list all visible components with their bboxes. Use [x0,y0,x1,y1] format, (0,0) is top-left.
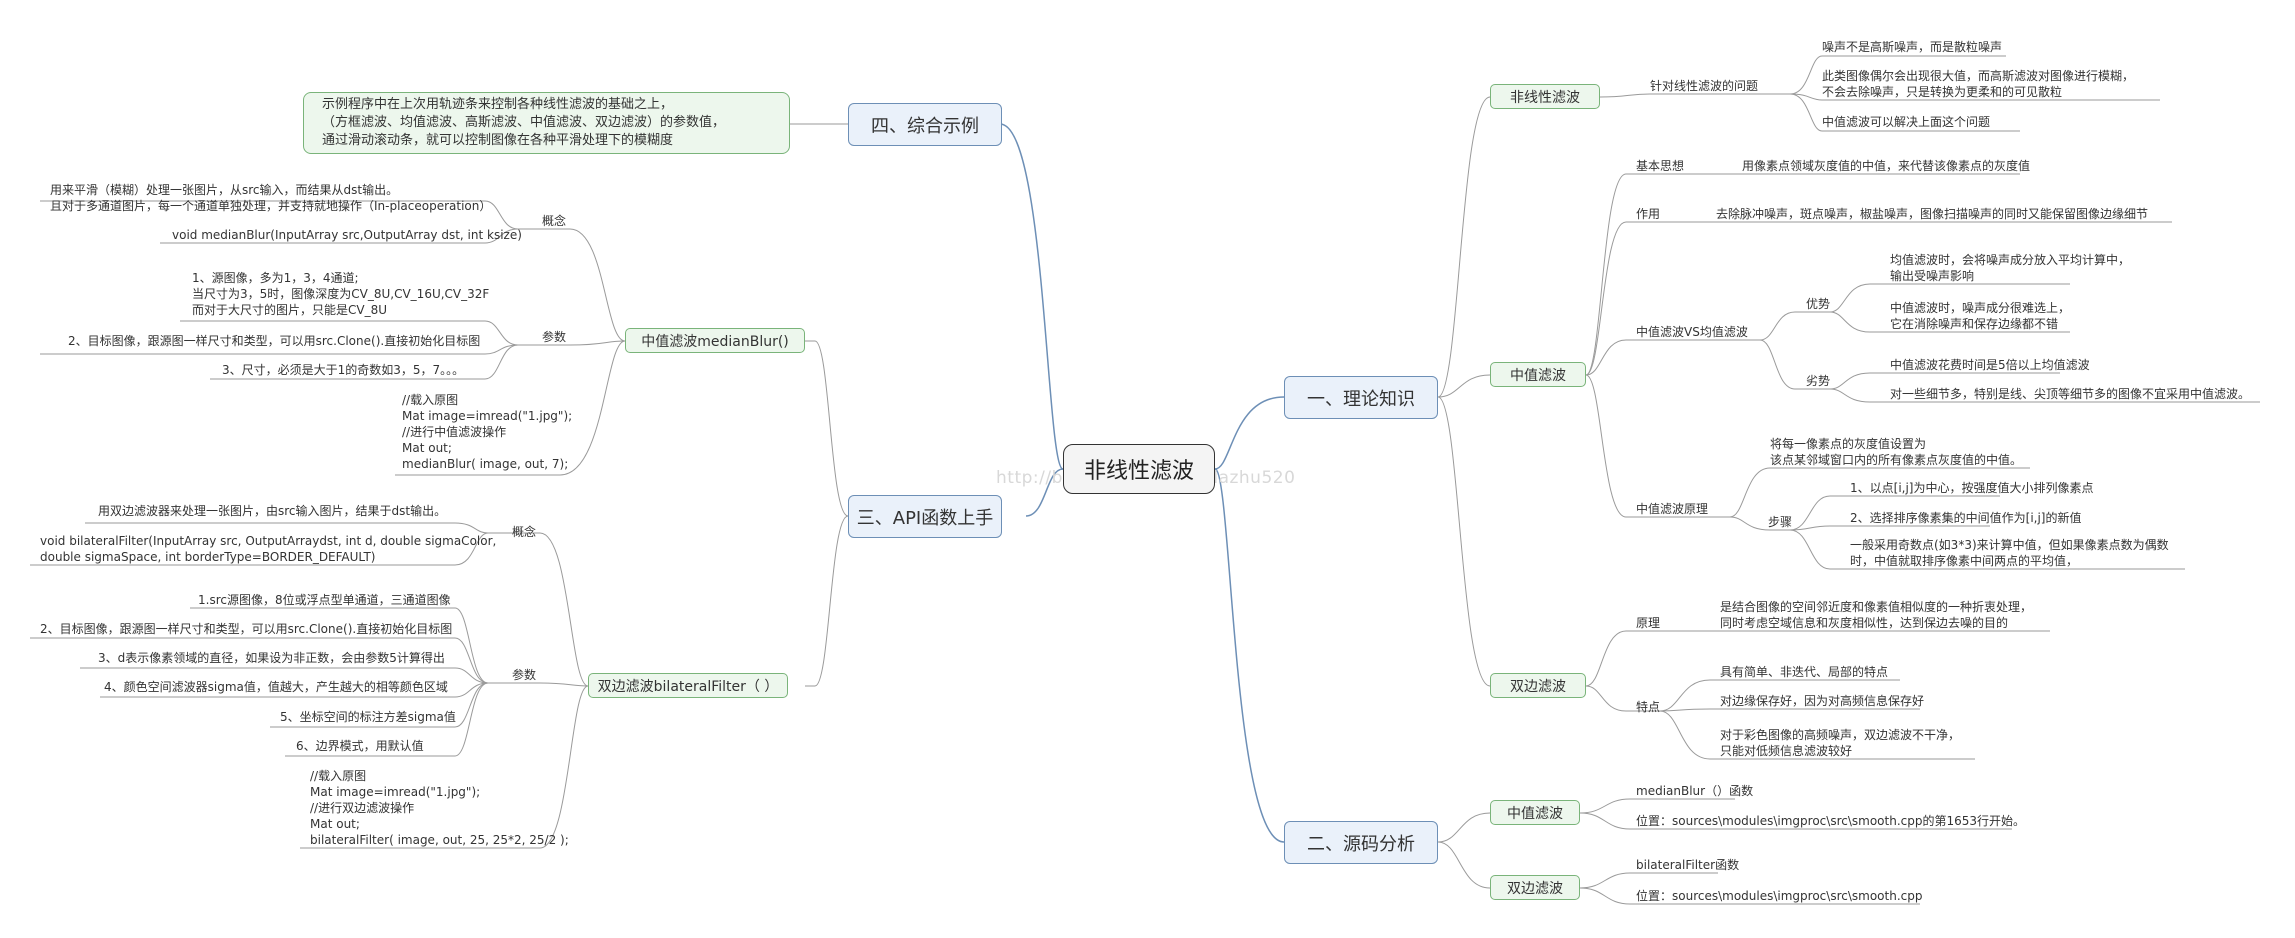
median-principle-label: 中值滤波原理 [1636,502,1709,516]
main-topic-example[interactable]: 四、综合示例 [848,103,1002,146]
bilateral-features-label: 特点 [1636,700,1661,714]
median-dis-label: 劣势 [1806,374,1831,388]
subtopic-api-medianblur[interactable]: 中值滤波medianBlur() [625,328,805,353]
api-median-param: 1、源图像，多为1，3，4通道; 当尺寸为3，5时，图像深度为CV_8U,CV_… [192,271,490,317]
bilateral-feature: 对于彩色图像的高频噪声，双边滤波不干净， 只能对低频信息滤波较好 [1720,728,1961,758]
api-median-concept-label: 概念 [542,214,567,228]
source-bilateral-item: bilateralFilter函数 [1636,858,1740,872]
nonlinear-topic: 针对线性滤波的问题 [1650,79,1759,93]
source-median-item: 位置：sources\modules\imgproc\src\smooth.cp… [1636,814,2026,828]
median-adv-item: 中值滤波时，噪声成分很难选上， 它在消除噪声和保存边缘都不错 [1890,301,2071,331]
api-median-param: 3、尺寸，必须是大于1的奇数如3，5，7。。。 [222,363,465,377]
subtopic-source-median[interactable]: 中值滤波 [1490,800,1580,825]
median-step: 一般采用奇数点(如3*3)来计算中值，但如果像素点数为偶数 时，中值就取排序像素… [1850,538,2169,568]
api-bilateral-param: 6、边界模式，用默认值 [296,739,424,753]
subtopic-median-filter[interactable]: 中值滤波 [1490,362,1586,387]
subtopic-source-bilateral[interactable]: 双边滤波 [1490,875,1580,900]
api-bilateral-param: 2、目标图像，跟源图一样尺寸和类型，可以用src.Clone().直接初始化目标… [40,622,453,636]
median-vs-label: 中值滤波VS均值滤波 [1636,325,1748,339]
api-bilateral-signature: void bilateralFilter(InputArray src, Out… [40,534,497,564]
api-median-params-label: 参数 [542,330,567,344]
subtopic-nonlinear-filter[interactable]: 非线性滤波 [1490,84,1600,109]
main-topic-theory[interactable]: 一、理论知识 [1284,376,1438,419]
main-topic-api[interactable]: 三、API函数上手 [848,495,1002,538]
api-bilateral-param: 4、颜色空间滤波器sigma值，值越大，产生越大的相等颜色区域 [104,680,448,694]
api-median-code: //载入原图 Mat image=imread("1.jpg"); //进行中值… [402,393,573,471]
api-bilateral-param: 1.src源图像，8位或浮点型单通道，三通道图像 [198,593,451,607]
median-step: 1、以点[i,j]为中心，按强度值大小排列像素点 [1850,481,2094,495]
median-steps-label: 步骤 [1768,515,1793,529]
api-median-concept-desc: 用来平滑（模糊）处理一张图片，从src输入，而结果从dst输出。 且对于多通道图… [50,183,492,213]
api-bilateral-param: 5、坐标空间的标注方差sigma值 [280,710,456,724]
api-bilateral-code: //载入原图 Mat image=imread("1.jpg"); //进行双边… [310,769,569,847]
api-median-param: 2、目标图像，跟源图一样尺寸和类型，可以用src.Clone().直接初始化目标… [68,334,481,348]
api-median-signature: void medianBlur(InputArray src,OutputArr… [172,228,522,242]
nonlinear-point: 噪声不是高斯噪声，而是散粒噪声 [1822,40,2003,54]
api-bilateral-params-label: 参数 [512,668,537,682]
median-use-text: 去除脉冲噪声，斑点噪声，椒盐噪声，图像扫描噪声的同时又能保留图像边缘细节 [1716,207,2149,221]
main-topic-source[interactable]: 二、源码分析 [1284,821,1438,864]
median-principle-text: 将每一像素点的灰度值设置为 该点某邻域窗口内的所有像素点灰度值的中值。 [1770,437,2023,467]
api-bilateral-concept-label: 概念 [512,525,537,539]
median-use-label: 作用 [1636,207,1661,221]
median-step: 2、选择排序像素集的中间值作为[i,j]的新值 [1850,511,2082,525]
median-idea-label: 基本思想 [1636,159,1685,173]
api-bilateral-concept-desc: 用双边滤波器来处理一张图片，由src输入图片，结果于dst输出。 [98,504,447,518]
median-dis-item: 对一些细节多，特别是线、尖顶等细节多的图像不宜采用中值滤波。 [1890,387,2251,401]
source-median-item: medianBlur（）函数 [1636,784,1754,798]
bilateral-feature: 对边缘保存好，因为对高频信息保存好 [1720,694,1925,708]
median-adv-label: 优势 [1806,297,1831,311]
bilateral-principle-label: 原理 [1636,616,1661,630]
nonlinear-point: 中值滤波可以解决上面这个问题 [1822,115,1991,129]
median-adv-item: 均值滤波时，会将噪声成分放入平均计算中， 输出受噪声影响 [1890,253,2131,283]
subtopic-bilateral-filter[interactable]: 双边滤波 [1490,673,1586,698]
subtopic-api-bilateralfilter[interactable]: 双边滤波bilateralFilter（ ） [588,673,788,698]
api-bilateral-param: 3、d表示像素领域的直径，如果设为非正数，会由参数5计算得出 [98,651,445,665]
median-dis-item: 中值滤波花费时间是5倍以上均值滤波 [1890,358,2090,372]
nonlinear-point: 此类图像偶尔会出现很大值，而高斯滤波对图像进行模糊， 不会去除噪声，只是转换为更… [1822,69,2135,99]
central-topic[interactable]: 非线性滤波 [1063,444,1215,494]
median-idea-text: 用像素点领域灰度值的中值，来代替该像素点的灰度值 [1742,159,2031,173]
bilateral-feature: 具有简单、非迭代、局部的特点 [1720,665,1889,679]
source-bilateral-item: 位置：sources\modules\imgproc\src\smooth.cp… [1636,889,1923,903]
bilateral-principle-text: 是结合图像的空间邻近度和像素值相似度的一种折衷处理， 同时考虑空域信息和灰度相似… [1720,600,2033,630]
example-note: 示例程序中在上次用轨迹条来控制各种线性滤波的基础之上， （方框滤波、均值滤波、高… [303,92,790,154]
